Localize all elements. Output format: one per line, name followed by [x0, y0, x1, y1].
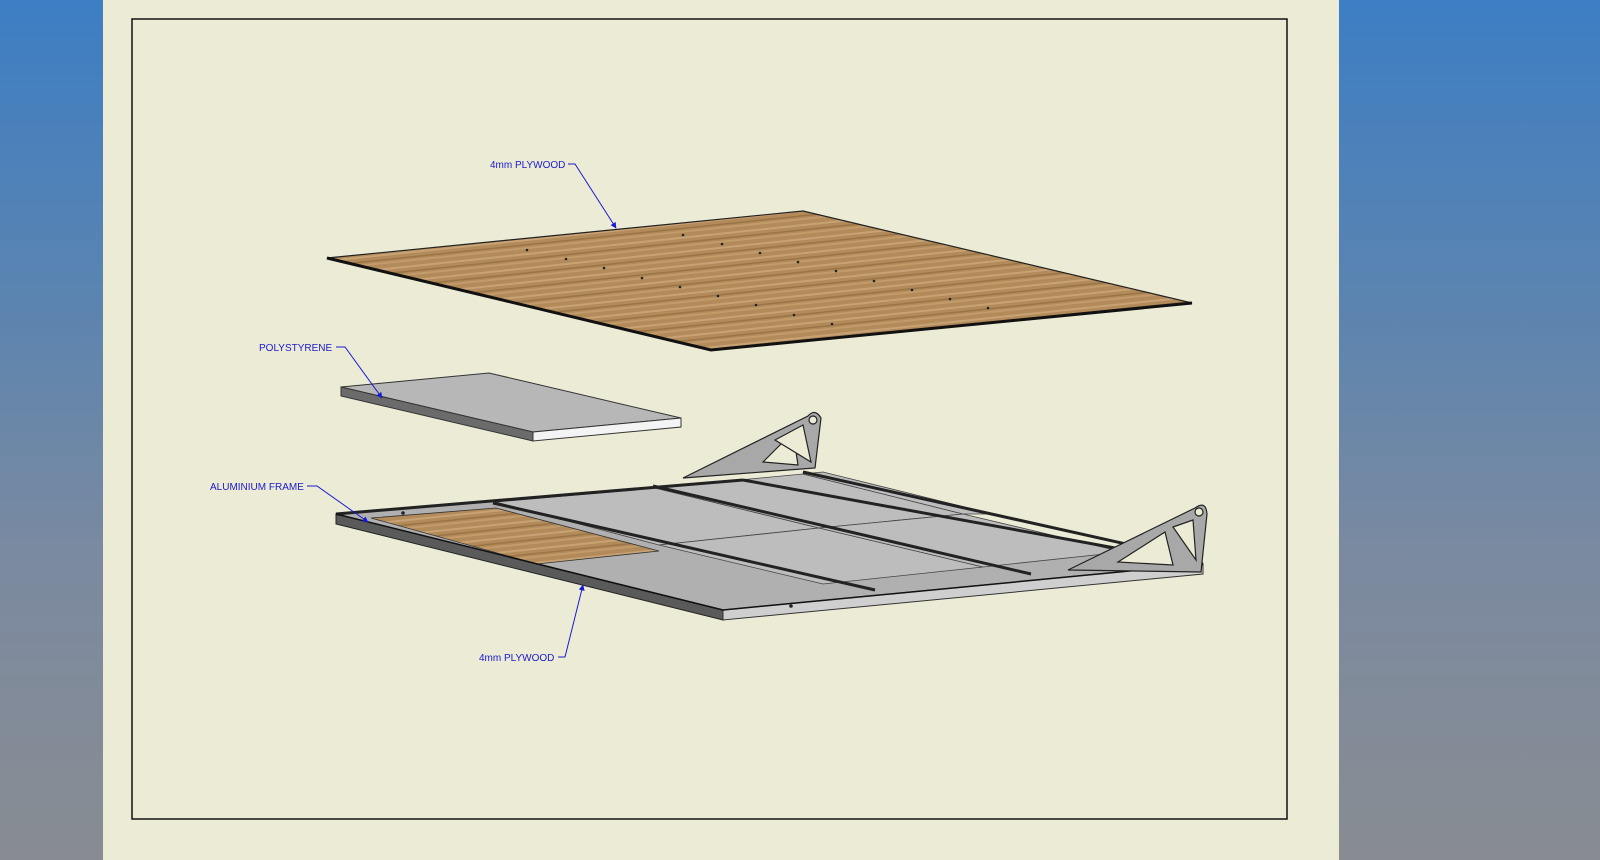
svg-text:4mm PLYWOOD: 4mm PLYWOOD [490, 160, 565, 171]
callout-polystyrene: POLYSTYRENE [259, 343, 383, 399]
callout-top-plywood: 4mm PLYWOOD [490, 160, 617, 229]
svg-text:4mm PLYWOOD: 4mm PLYWOOD [479, 653, 554, 664]
drawing-border [131, 18, 1288, 820]
svg-text:ALUMINIUM FRAME: ALUMINIUM FRAME [210, 482, 304, 493]
top-plywood-sheet [326, 210, 1193, 352]
callout-aluminium-frame: ALUMINIUM FRAME [210, 482, 369, 523]
callout-bottom-plywood: 4mm PLYWOOD [479, 584, 585, 664]
aluminium-frame [335, 411, 1208, 621]
svg-text:POLYSTYRENE: POLYSTYRENE [259, 343, 332, 354]
exploded-assembly-drawing: 4mm PLYWOOD POLYSTYRENE ALUMINIUM FRAME … [131, 18, 1288, 820]
drawing-sheet: 4mm PLYWOOD POLYSTYRENE ALUMINIUM FRAME … [103, 0, 1339, 860]
polystyrene-block [340, 372, 682, 442]
screw-holes [525, 233, 990, 326]
